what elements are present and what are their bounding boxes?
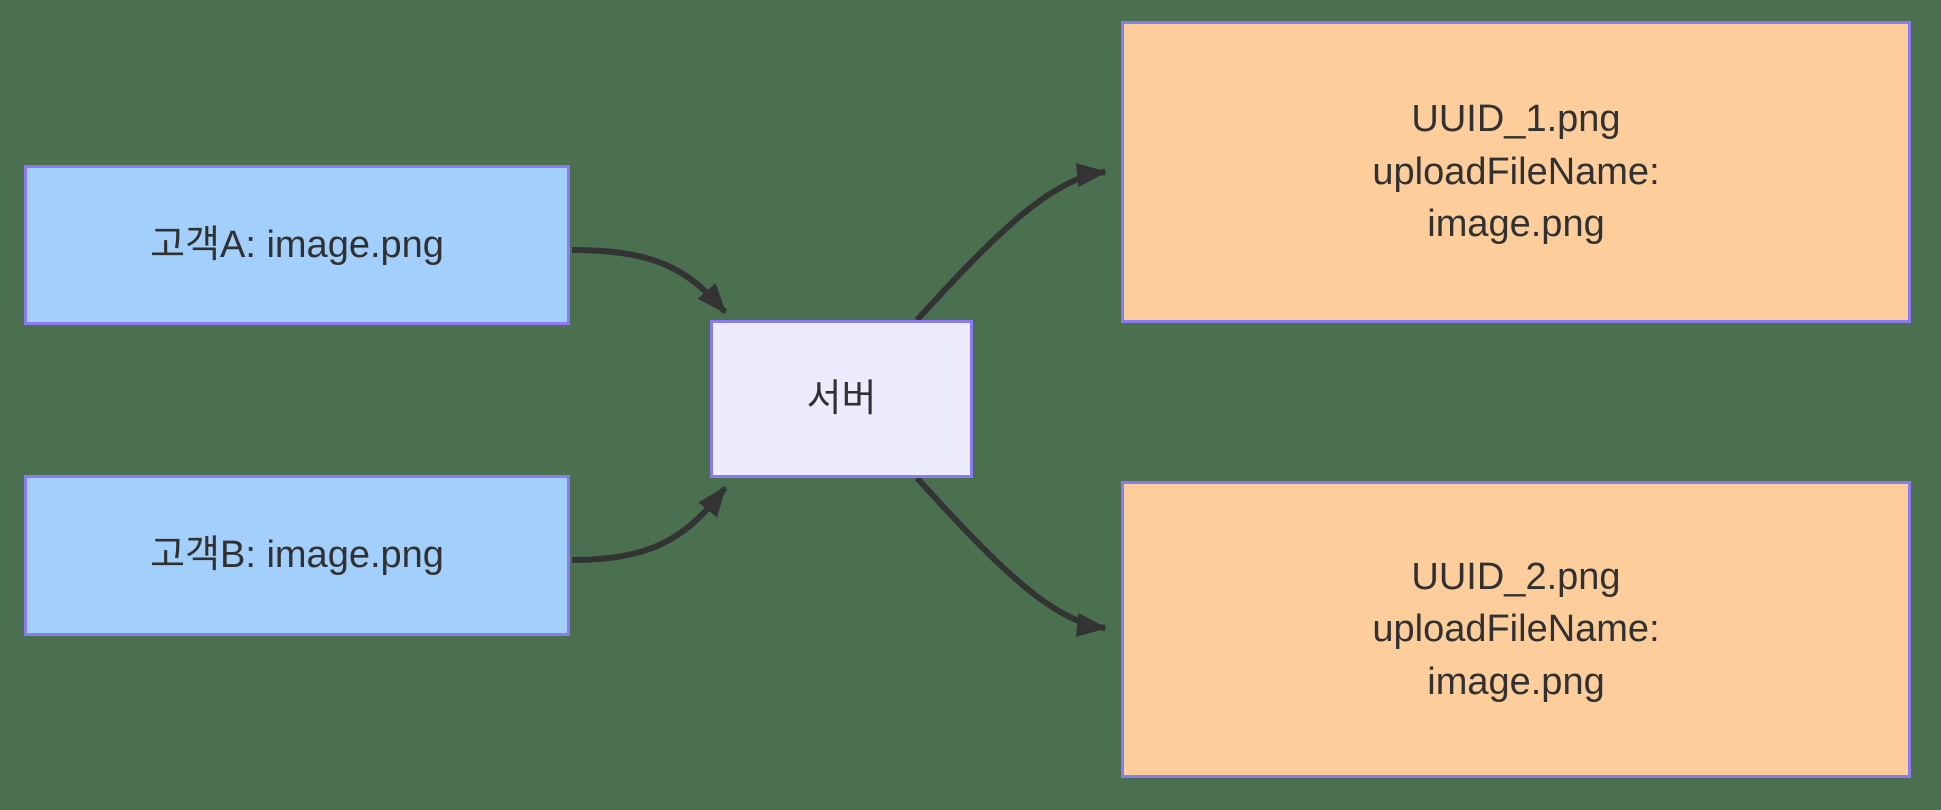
edge-server-to-file-2 bbox=[914, 475, 1107, 637]
node-server-label: 서버 bbox=[806, 377, 877, 420]
node-client-a[interactable]: 고객A: image.png bbox=[24, 165, 570, 325]
node-client-b-label: 고객B: image.png bbox=[150, 534, 444, 577]
node-stored-file-2[interactable]: UUID_2.png uploadFileName: image.png bbox=[1121, 481, 1911, 778]
edge-client-b-to-server bbox=[571, 486, 728, 563]
node-stored-file-2-label: UUID_2.png uploadFileName: image.png bbox=[1372, 555, 1660, 703]
node-server[interactable]: 서버 bbox=[710, 320, 973, 478]
node-client-b[interactable]: 고객B: image.png bbox=[24, 475, 570, 636]
node-stored-file-1-label: UUID_1.png uploadFileName: image.png bbox=[1372, 98, 1660, 246]
node-client-a-label: 고객A: image.png bbox=[150, 223, 444, 266]
node-stored-file-1[interactable]: UUID_1.png uploadFileName: image.png bbox=[1121, 21, 1911, 323]
edge-client-a-to-server bbox=[571, 247, 728, 314]
edge-server-to-file-1 bbox=[914, 163, 1107, 323]
